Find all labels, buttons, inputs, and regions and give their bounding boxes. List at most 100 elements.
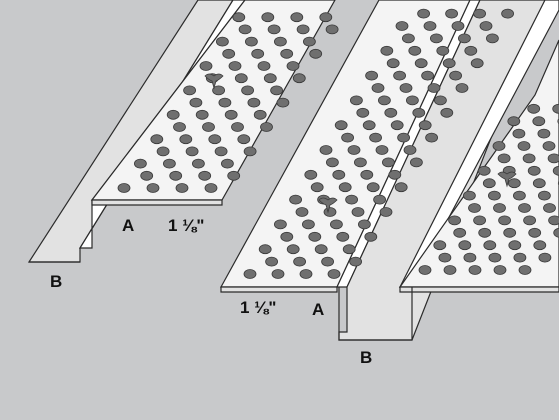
right-trim-left-hole xyxy=(293,256,307,267)
right-trim-left-hole xyxy=(433,95,447,106)
left-trim-hole xyxy=(244,36,258,47)
left-trim-hole xyxy=(231,122,244,132)
right-trim-right-hole xyxy=(482,178,496,189)
right-trim-right-hole xyxy=(527,165,541,176)
right-trim-left-hole xyxy=(384,107,398,118)
right-trim-left-hole xyxy=(336,231,350,242)
right-trim-left-hole xyxy=(501,8,515,19)
left-trim-face-edge xyxy=(91,199,223,206)
right-trim-left-hole xyxy=(429,33,443,44)
right-trim-left-hole xyxy=(360,169,374,180)
left-trim-hole xyxy=(241,85,255,96)
right-trim-left-hole xyxy=(408,45,422,56)
right-trim-left-hole xyxy=(289,194,303,205)
right-trim-left-hole xyxy=(304,169,318,180)
right-trim-left-hole xyxy=(299,269,313,279)
right-trim-right-hole xyxy=(498,215,512,226)
right-trim-left-hole xyxy=(440,107,454,118)
right-trim-right-hole xyxy=(547,153,559,164)
right-trim-right-hole xyxy=(532,178,546,189)
right-trim-channel-wall xyxy=(336,0,481,288)
right-trim-left-hole xyxy=(273,219,287,230)
left-trim-hole xyxy=(257,61,271,71)
right-trim-left-hole xyxy=(338,182,352,193)
right-trim-right-hole xyxy=(532,116,546,127)
right-trim-left-hole xyxy=(362,120,376,131)
right-trim-left-hole xyxy=(377,95,391,106)
right-trim-left-hole xyxy=(375,145,389,155)
left-trim-hole xyxy=(270,85,284,96)
left-trim-hole xyxy=(204,183,218,193)
right-trim-right-hole xyxy=(492,141,506,151)
right-trim-left-hole xyxy=(421,70,435,81)
left-trim-holes xyxy=(117,12,339,193)
right-trim-right-hole xyxy=(513,252,527,263)
left-trim-hole xyxy=(169,170,183,181)
right-trim-right-hole xyxy=(528,227,542,238)
right-trim-left-hole xyxy=(280,231,294,242)
right-trim-right-hole xyxy=(487,190,501,201)
right-trim-left-hole xyxy=(395,21,409,31)
left-trim xyxy=(27,0,339,263)
right-trim-holes xyxy=(243,8,559,279)
right-trim-right-hole xyxy=(512,128,526,139)
right-trim-left-hole xyxy=(394,182,408,193)
right-trim-right-hole xyxy=(468,265,482,275)
right-trim-right-hole xyxy=(493,203,506,213)
right-trim-right-hole xyxy=(458,240,472,251)
right-trim-left-hole xyxy=(418,120,432,131)
right-trim-left-hole xyxy=(455,83,469,93)
right-dimension-label: 1 ⅛" xyxy=(240,298,276,317)
left-trim-hole xyxy=(267,24,281,35)
right-trim-right-hole xyxy=(477,165,491,176)
right-trim-left-hole xyxy=(341,132,355,143)
left-trim-hole xyxy=(224,109,238,120)
left-trim-hole xyxy=(227,170,241,181)
right-trim-right-hole xyxy=(548,215,559,226)
right-trim-left-hole xyxy=(399,83,413,93)
right-trim-left-hole xyxy=(347,145,361,155)
right-trim-left-hole xyxy=(388,169,402,180)
left-trim-hole xyxy=(309,48,323,59)
right-trim-left-hole xyxy=(364,231,378,242)
right-trim-left-hole xyxy=(401,33,415,44)
right-trim-right-hole xyxy=(443,265,457,275)
right-trim-right-hole xyxy=(448,215,462,226)
right-trim-right-hole xyxy=(553,227,559,238)
right-trim-right-hole xyxy=(507,116,521,127)
right-trim-right-hole xyxy=(493,265,507,275)
right-trim-left-hole xyxy=(321,256,335,267)
right-trim-left-hole xyxy=(371,83,385,93)
right-trim-right-hole xyxy=(468,203,481,213)
right-trim-left-hole xyxy=(325,157,339,168)
left-trim-hole xyxy=(251,48,265,59)
right-trim-left-hole xyxy=(258,244,272,255)
right-trim-right-hole xyxy=(538,252,552,263)
right-trim-left-hole xyxy=(423,21,437,31)
right-trim-channel-outline xyxy=(338,287,413,341)
right-trim-left-hole xyxy=(412,107,426,118)
left-trim-hole xyxy=(189,97,203,108)
right-label-b: B xyxy=(360,348,372,367)
right-trim-left-hole xyxy=(457,33,471,44)
right-trim-left-face-edge xyxy=(220,286,338,293)
right-trim-right-hole xyxy=(488,252,502,263)
right-trim-left-hole xyxy=(464,45,478,56)
right-trim-right-hole xyxy=(483,240,497,251)
right-trim-left-hole xyxy=(436,45,450,56)
left-trim-fastener-slot xyxy=(204,73,224,90)
right-trim-left-hole xyxy=(353,157,367,168)
right-trim-left-hole xyxy=(314,244,328,255)
right-trim-left-hole xyxy=(301,219,315,230)
left-trim-hole xyxy=(286,61,300,71)
right-trim-left-hole xyxy=(334,120,348,131)
left-trim-hole xyxy=(166,109,180,120)
right-trim-right-hole xyxy=(507,178,521,189)
right-trim-left-hole xyxy=(351,207,365,217)
left-trim-hole xyxy=(215,36,229,47)
right-trim-right-hole xyxy=(552,165,559,176)
right-trim-right-hole xyxy=(478,227,492,238)
right-trim-left-hole xyxy=(357,219,371,230)
right-trim-left-hole xyxy=(295,207,309,217)
